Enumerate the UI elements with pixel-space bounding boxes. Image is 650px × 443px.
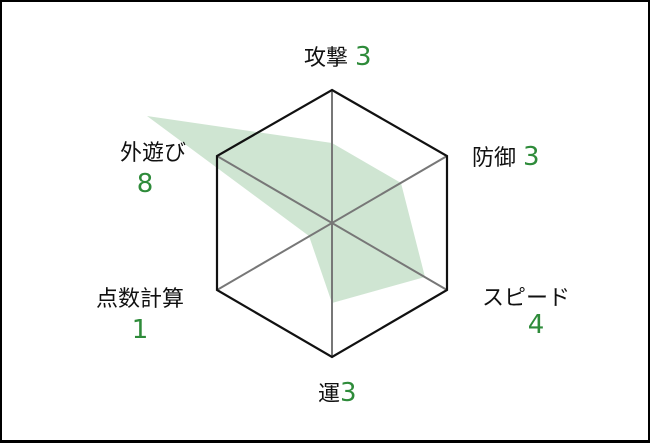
label-name: 点数計算 [95, 287, 184, 312]
label-outdoor: 外遊び 8 [110, 141, 196, 199]
label-value: 3 [355, 42, 372, 72]
label-value: 1 [131, 315, 149, 345]
label-value: 3 [340, 378, 357, 408]
label-speed: スピード 4 [470, 286, 582, 340]
label-value: 8 [136, 169, 154, 199]
label-value: 4 [527, 310, 545, 340]
label-luck: 運3 [318, 380, 357, 406]
label-name: 攻撃 [304, 46, 349, 71]
label-name: スピード [481, 286, 570, 311]
hexagon-grid [215, 88, 449, 359]
axis-line [216, 155, 448, 291]
label-defense: 防御 3 [472, 144, 540, 170]
label-name: 外遊び [119, 141, 186, 166]
label-name: 防御 [472, 146, 517, 171]
label-attack: 攻撃 3 [304, 44, 372, 70]
label-name: 運 [318, 382, 341, 407]
label-value: 3 [523, 142, 540, 172]
label-scoring: 点数計算 1 [84, 287, 196, 345]
